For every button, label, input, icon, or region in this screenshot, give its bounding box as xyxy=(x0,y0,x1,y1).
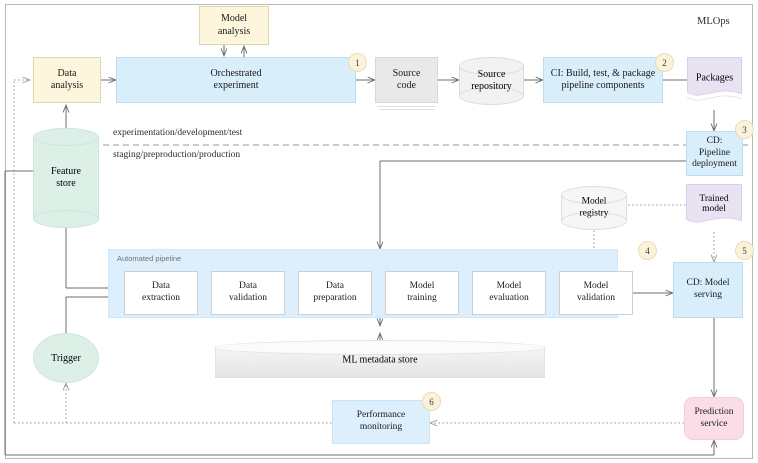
feature-store-top xyxy=(33,128,99,146)
ml-metadata-store-cap xyxy=(215,340,545,355)
node-model-evaluation[interactable]: Model evaluation xyxy=(472,271,546,315)
badge-6: 6 xyxy=(422,392,441,411)
badge-4: 4 xyxy=(638,241,657,260)
node-model-registry-label: Model registry xyxy=(579,196,609,218)
node-source-code[interactable]: Source code xyxy=(375,57,438,103)
node-packages-label: Packages xyxy=(695,72,734,84)
node-orchestrated-experiment[interactable]: Orchestrated experiment xyxy=(116,57,356,103)
node-data-analysis[interactable]: Data analysis xyxy=(33,57,101,103)
node-ml-metadata-store-label: ML metadata store xyxy=(342,354,418,366)
node-performance-monitoring[interactable]: Performance monitoring xyxy=(332,400,430,444)
node-data-analysis-label: Data analysis xyxy=(50,67,84,91)
node-performance-monitoring-label: Performance monitoring xyxy=(356,410,406,432)
node-ci-build-test-package[interactable]: CI: Build, test, & package pipeline comp… xyxy=(543,57,663,103)
node-source-repository[interactable]: Source repository xyxy=(459,57,524,105)
node-data-preparation[interactable]: Data preparation xyxy=(298,271,372,315)
node-trained-model-label: Trained model xyxy=(699,194,729,215)
node-prediction-service-label: Prediction service xyxy=(694,406,734,429)
badge-3: 3 xyxy=(735,120,754,139)
node-cd-model-serving[interactable]: CD: Model serving xyxy=(673,262,743,318)
node-ml-metadata-store[interactable]: ML metadata store xyxy=(215,340,545,378)
node-feature-store[interactable]: Feature store xyxy=(33,128,99,228)
node-data-validation-label: Data validation xyxy=(229,281,267,303)
node-cd-pipeline-deployment-label: CD: Pipeline deployment xyxy=(692,136,737,170)
source-repository-bottom xyxy=(459,87,524,105)
node-trained-model[interactable]: Trained model xyxy=(686,184,742,232)
node-trigger[interactable]: Trigger xyxy=(33,333,99,383)
feature-store-body xyxy=(33,137,99,219)
node-model-validation-label: Model validation xyxy=(577,281,615,303)
source-code-stack-line-1 xyxy=(377,106,436,107)
badge-1: 1 xyxy=(348,53,367,72)
node-source-repository-label: Source repository xyxy=(471,68,512,92)
node-data-validation[interactable]: Data validation xyxy=(211,271,285,315)
node-cd-pipeline-deployment[interactable]: CD: Pipeline deployment xyxy=(686,131,743,176)
node-source-code-label: Source code xyxy=(392,67,421,91)
diagram-outer-frame xyxy=(5,4,753,459)
trained-model-wave-edge xyxy=(686,217,742,232)
node-data-extraction-label: Data extraction xyxy=(142,281,180,303)
node-data-extraction[interactable]: Data extraction xyxy=(124,271,198,315)
packages-wave-edge xyxy=(687,90,742,106)
node-trigger-label: Trigger xyxy=(51,352,81,364)
node-orchestrated-experiment-label: Orchestrated experiment xyxy=(210,67,262,91)
node-packages[interactable]: Packages xyxy=(687,57,742,106)
packages-sheet xyxy=(687,57,742,96)
page-title: MLOps xyxy=(697,16,730,27)
feature-store-bottom xyxy=(33,210,99,228)
node-ci-build-label: CI: Build, test, & package pipeline comp… xyxy=(550,67,656,91)
node-feature-store-label: Feature store xyxy=(51,165,81,189)
badge-2: 2 xyxy=(655,53,674,72)
node-model-training-label: Model training xyxy=(407,281,437,303)
node-model-registry[interactable]: Model registry xyxy=(561,186,627,230)
automated-pipeline-label: Automated pipeline xyxy=(117,254,182,263)
node-model-evaluation-label: Model evaluation xyxy=(489,281,529,303)
model-registry-bottom xyxy=(561,212,627,230)
node-model-analysis[interactable]: Model analysis xyxy=(199,6,269,45)
node-cd-model-serving-label: CD: Model serving xyxy=(686,278,730,300)
node-model-validation[interactable]: Model validation xyxy=(559,271,633,315)
badge-5: 5 xyxy=(735,241,754,260)
node-data-preparation-label: Data preparation xyxy=(313,281,357,303)
node-model-analysis-label: Model analysis xyxy=(217,13,251,37)
env-label-experimentation: experimentation/development/test xyxy=(113,128,243,138)
env-label-staging: staging/preproduction/production xyxy=(113,150,241,160)
node-model-training[interactable]: Model training xyxy=(385,271,459,315)
node-prediction-service[interactable]: Prediction service xyxy=(684,397,744,440)
source-code-stack-line-2 xyxy=(379,109,434,110)
source-repository-top xyxy=(459,57,524,75)
trained-model-sheet xyxy=(686,184,742,222)
model-registry-top xyxy=(561,186,627,204)
